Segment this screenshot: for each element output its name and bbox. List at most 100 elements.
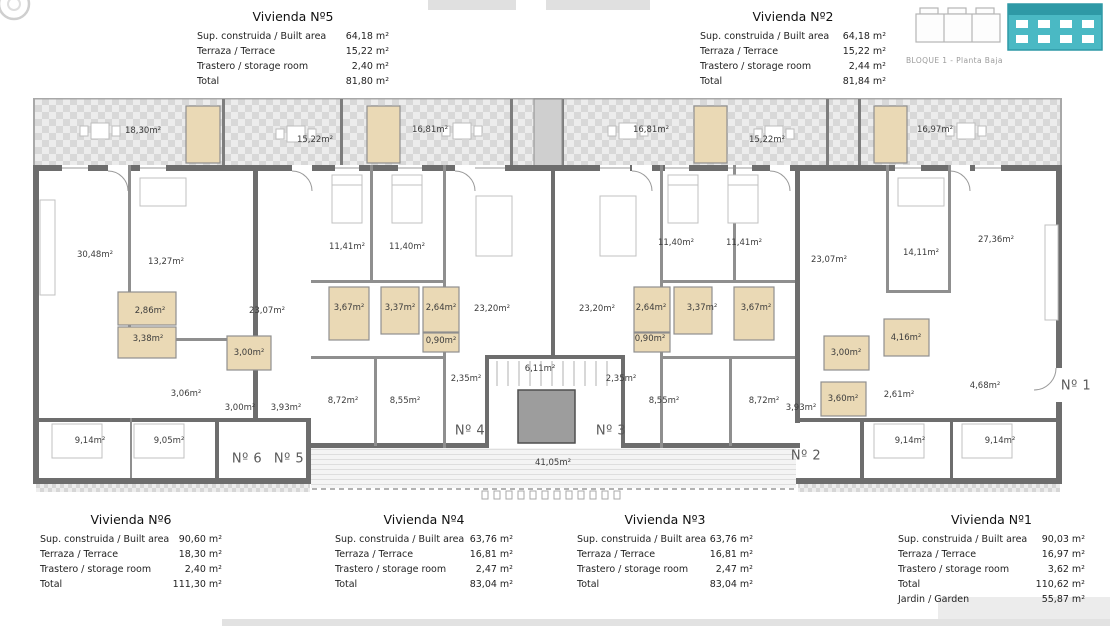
bathrooms: [117, 286, 930, 417]
unit-table-row-value: 81,80 m²: [345, 76, 389, 87]
unit-table-title: Vivienda Nº5: [252, 9, 334, 24]
unit-table-row: Trastero / storage room 3,62 m²: [898, 562, 1085, 577]
edge-strips: [36, 484, 1060, 500]
unit-table-row-label: Trastero / storage room: [898, 564, 1010, 575]
unit-table-row: Sup. construida / Built area 64,18 m²: [700, 29, 886, 44]
unit-table-row-value: 16,81 m²: [709, 549, 753, 560]
unit-table-row-value: 63,76 m²: [469, 534, 513, 545]
unit-table-title: Vivienda Nº4: [383, 512, 465, 527]
keyplan-caption: BLOQUE 1 - Planta Baja: [906, 56, 1003, 65]
unit-table-row-value: 81,84 m²: [842, 76, 886, 87]
unit-table-row: Trastero / storage room 2,47 m²: [577, 562, 753, 577]
unit-table-title: Vivienda Nº3: [624, 512, 706, 527]
keyplan: [915, 3, 1103, 51]
unit-table-row-value: 2,40 m²: [351, 61, 389, 72]
furniture: [39, 174, 1059, 459]
unit-table-row-value: 111,30 m²: [172, 579, 222, 590]
unit-table-row-label: Sup. construida / Built area: [577, 534, 707, 545]
unit-table-row-value: 110,62 m²: [1035, 579, 1085, 590]
keyplan-block1-highlighted: [1007, 3, 1103, 51]
footer-fragments: [222, 597, 1110, 626]
keyplan-block2: [915, 7, 1001, 43]
unit-table-row: Jardin / Garden 55,87 m²: [898, 592, 1085, 607]
unit-table-row-value: 15,22 m²: [345, 46, 389, 57]
unit-table-row-value: 2,44 m²: [848, 61, 886, 72]
unit-table-row-label: Trastero / storage room: [700, 61, 812, 72]
terrace-furniture: [79, 122, 987, 143]
unit-table-row: Terraza / Terrace 16,97 m²: [898, 547, 1085, 562]
unit-table-title: Vivienda Nº1: [951, 512, 1032, 527]
stair-core: [485, 355, 625, 454]
unit-table-row-value: 64,18 m²: [345, 31, 389, 42]
unit-table-row-label: Jardin / Garden: [898, 594, 970, 605]
facade-openings: [62, 165, 1001, 192]
unit-table-row-value: 83,04 m²: [709, 579, 753, 590]
unit-table-row-value: 3,62 m²: [1047, 564, 1085, 575]
unit-table-row-label: Trastero / storage room: [197, 61, 309, 72]
unit-table-row-label: Terraza / Terrace: [898, 549, 977, 560]
unit-table-row-value: 2,47 m²: [715, 564, 753, 575]
unit-table-row-label: Total: [197, 76, 220, 87]
unit-table-row: Total 110,62 m²: [898, 577, 1085, 592]
unit-table-row-label: Total: [700, 76, 723, 87]
elevator: [517, 389, 576, 444]
unit-table-row: Sup. construida / Built area 90,60 m²: [40, 532, 222, 547]
unit-table-row-label: Terraza / Terrace: [577, 549, 656, 560]
unit-table-row-label: Total: [335, 579, 358, 590]
unit-table-row-label: Terraza / Terrace: [40, 549, 119, 560]
unit-table-row-value: 55,87 m²: [1041, 594, 1085, 605]
unit-table-row: Trastero / storage room 2,40 m²: [40, 562, 222, 577]
unit-table-row-label: Sup. construida / Built area: [700, 31, 830, 42]
unit-table-row: Terraza / Terrace 16,81 m²: [577, 547, 753, 562]
unit-table-row-value: 16,81 m²: [469, 549, 513, 560]
unit-table-row-value: 63,76 m²: [709, 534, 753, 545]
masked-text-bars: [428, 0, 650, 10]
unit-table-row-label: Total: [577, 579, 600, 590]
unit-table-row: Terraza / Terrace 16,81 m²: [335, 547, 513, 562]
unit-table-row-value: 16,97 m²: [1041, 549, 1085, 560]
unit-table-row-label: Sup. construida / Built area: [197, 31, 327, 42]
unit-table-row-label: Terraza / Terrace: [700, 46, 779, 57]
unit-table-row-value: 90,03 m²: [1041, 534, 1085, 545]
unit-table-row-label: Sup. construida / Built area: [40, 534, 170, 545]
unit-table-row-value: 2,40 m²: [184, 564, 222, 575]
unit-table-row-label: Trastero / storage room: [577, 564, 689, 575]
unit1-entrance: [1033, 367, 1062, 402]
unit-table-row: Total 81,80 m²: [197, 74, 389, 89]
unit-table-row: Total 111,30 m²: [40, 577, 222, 592]
unit-table-row: Terraza / Terrace 15,22 m²: [700, 44, 886, 59]
unit-table-row-value: 2,47 m²: [475, 564, 513, 575]
unit-table-row-label: Terraza / Terrace: [197, 46, 276, 57]
unit-table-row: Trastero / storage room 2,40 m²: [197, 59, 389, 74]
unit-table-row-value: 15,22 m²: [842, 46, 886, 57]
storage-rooms: [185, 105, 908, 164]
unit-table-row: Sup. construida / Built area 64,18 m²: [197, 29, 389, 44]
logo-icon: [0, 0, 31, 21]
unit-table-title: Vivienda Nº6: [90, 512, 172, 527]
unit-table-row-label: Trastero / storage room: [40, 564, 152, 575]
access-corridor: [311, 448, 796, 490]
unit-table-row-label: Terraza / Terrace: [335, 549, 414, 560]
unit-table-row-value: 83,04 m²: [469, 579, 513, 590]
unit-table-row-label: Total: [898, 579, 921, 590]
unit-table-title: Vivienda Nº2: [752, 9, 834, 24]
unit-table-row-label: Total: [40, 579, 63, 590]
unit-table-row-value: 90,60 m²: [178, 534, 222, 545]
unit-table-row-value: 64,18 m²: [842, 31, 886, 42]
unit-table-row: Total 81,84 m²: [700, 74, 886, 89]
unit-table-row-label: Sup. construida / Built area: [335, 534, 465, 545]
unit-table-row: Total 83,04 m²: [335, 577, 513, 592]
unit-table-row: Sup. construida / Built area 63,76 m²: [335, 532, 513, 547]
